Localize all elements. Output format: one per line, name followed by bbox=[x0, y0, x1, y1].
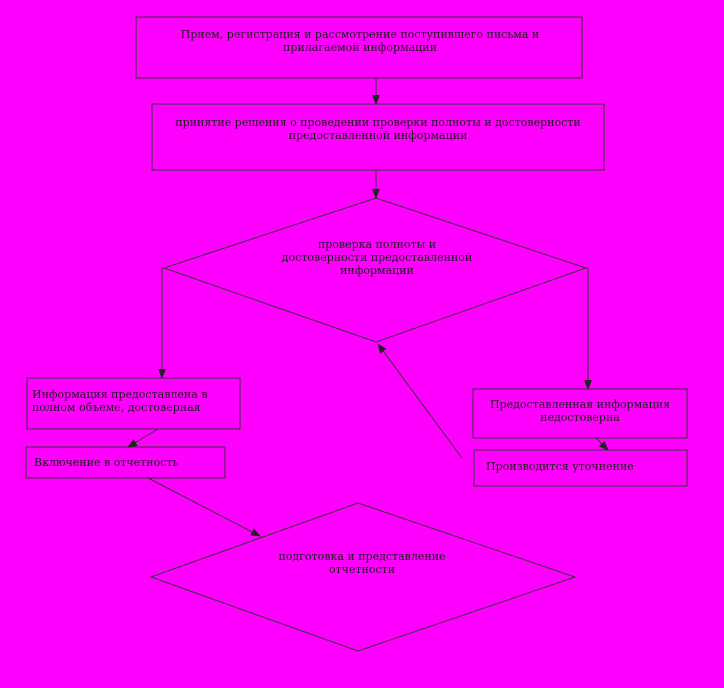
prepare-diamond bbox=[149, 502, 577, 652]
inaccurate-box bbox=[472, 388, 688, 439]
check-diamond bbox=[162, 197, 588, 343]
inaccurate-label: Предоставленная информация недостоверна bbox=[489, 398, 671, 424]
complete-label: Информация предоставлена в полном объеме… bbox=[32, 388, 208, 414]
arrow-inaccurate-to-clarify bbox=[595, 437, 609, 451]
arrow-check-to-complete bbox=[158, 267, 166, 379]
decision-label: принятие решения о проведении проверки п… bbox=[175, 116, 581, 142]
arrow-clarify-to-check bbox=[377, 343, 463, 459]
prepare-label: подготовка и представление отчетности bbox=[278, 550, 446, 576]
complete-box bbox=[26, 377, 241, 430]
include-box bbox=[25, 446, 226, 479]
receive-box bbox=[135, 16, 583, 79]
arrow-check-to-inaccurate bbox=[584, 267, 592, 390]
clarify-label: Производится уточнение bbox=[486, 460, 634, 473]
check-label: проверка полноты и достоверности предост… bbox=[281, 238, 473, 277]
receive-label: Прием, регистрация и рассмотрение поступ… bbox=[180, 28, 540, 54]
arrow-complete-to-include bbox=[127, 428, 159, 448]
arrow-include-to-prepare bbox=[147, 477, 261, 537]
include-label: Включение в отчетность bbox=[34, 456, 179, 469]
clarify-box bbox=[473, 449, 688, 487]
